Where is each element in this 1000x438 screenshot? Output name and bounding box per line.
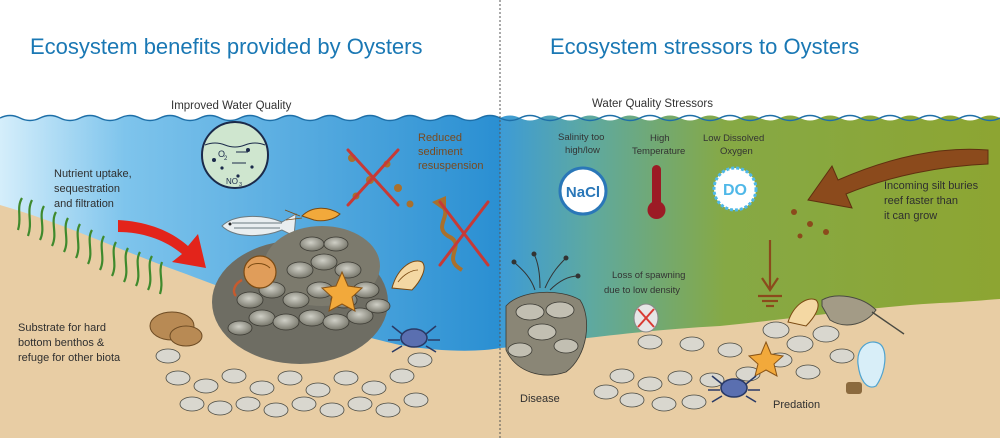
svg-text:O: O xyxy=(218,149,225,159)
water-quality-stressors-label: Water Quality Stressors xyxy=(592,98,713,110)
left-title: Ecosystem benefits provided by Oysters xyxy=(30,34,423,59)
sediment-burial-arrow-icon xyxy=(758,240,782,308)
silt-label: Incoming silt buries reef faster than it… xyxy=(884,180,979,222)
svg-text:NaCl: NaCl xyxy=(566,184,600,201)
shrimp-icon xyxy=(284,207,341,222)
silt-particles xyxy=(791,209,829,239)
substrate-label: Substrate for hard bottom benthos & refu… xyxy=(18,322,121,364)
starfish-predator-icon xyxy=(747,340,785,377)
svg-text:Salinity too: Salinity too xyxy=(558,132,604,143)
oxygen-label: Low Dissolved Oxygen xyxy=(703,133,764,157)
svg-text:Temperature: Temperature xyxy=(632,146,685,157)
svg-text:bottom benthos &: bottom benthos & xyxy=(18,337,105,349)
svg-text:due to low density: due to low density xyxy=(604,285,680,296)
snail-icon xyxy=(391,260,425,291)
svg-text:resuspension: resuspension xyxy=(418,160,483,172)
svg-text:it can grow: it can grow xyxy=(884,210,937,222)
thermometer-icon xyxy=(647,165,666,219)
svg-text:Substrate for hard: Substrate for hard xyxy=(18,322,106,334)
sediment-label: Reduced sediment resuspension xyxy=(418,132,483,172)
svg-text:sequestration: sequestration xyxy=(54,183,120,195)
silt-arrow-icon xyxy=(807,148,989,209)
spawning-label: Loss of spawning due to low density xyxy=(604,270,685,296)
snail-predator-icon xyxy=(787,298,819,327)
right-title: Ecosystem stressors to Oysters xyxy=(550,34,859,59)
seagrass-icon xyxy=(16,197,164,295)
diseased-oyster-icon xyxy=(505,291,587,376)
stingray-icon xyxy=(821,295,905,335)
hermit-crab-icon xyxy=(232,255,277,297)
wave-line xyxy=(0,114,1000,122)
temperature-label: High Temperature xyxy=(632,133,685,157)
jellyfish-icon xyxy=(846,341,886,394)
crab-icon xyxy=(388,325,440,353)
resuspension-arrow-icon xyxy=(432,196,490,272)
svg-text:DO: DO xyxy=(723,182,747,199)
svg-text:NO: NO xyxy=(226,177,238,186)
nutrient-arrow-icon xyxy=(118,220,206,268)
fish-icon xyxy=(221,213,297,237)
cross-out-icon xyxy=(346,148,400,207)
nutrient-label: Nutrient uptake, sequestration and filtr… xyxy=(54,168,132,210)
do-badge-icon: DO xyxy=(712,166,758,212)
svg-text:and filtration: and filtration xyxy=(54,198,114,210)
svg-text:Oxygen: Oxygen xyxy=(720,146,753,157)
svg-text:refuge for other biota: refuge for other biota xyxy=(18,352,121,364)
svg-text:Low Dissolved: Low Dissolved xyxy=(703,133,764,144)
starfish-icon xyxy=(320,270,364,312)
svg-text:sediment: sediment xyxy=(418,146,463,158)
svg-text:High: High xyxy=(650,133,670,144)
water-sample-icon: O 2 NO 3 xyxy=(201,121,269,189)
svg-text:Loss of spawning: Loss of spawning xyxy=(612,270,685,281)
empty-shell-cross-icon xyxy=(633,303,659,333)
svg-text:Incoming silt buries: Incoming silt buries xyxy=(884,180,979,192)
disease-label: Disease xyxy=(520,393,560,405)
nacl-badge-icon: NaCl xyxy=(558,166,608,216)
svg-text:3: 3 xyxy=(239,182,242,188)
crab-predator-icon xyxy=(708,375,760,403)
oyster-reef-icon xyxy=(155,226,433,418)
predation-label: Predation xyxy=(773,399,820,411)
svg-text:Nutrient uptake,: Nutrient uptake, xyxy=(54,168,132,180)
svg-text:Reduced: Reduced xyxy=(418,132,462,144)
svg-text:high/low: high/low xyxy=(565,145,600,156)
salinity-label: Salinity too high/low xyxy=(558,132,604,156)
improved-water-quality-label: Improved Water Quality xyxy=(171,100,292,112)
svg-text:2: 2 xyxy=(224,156,228,162)
svg-text:reef faster than: reef faster than xyxy=(884,195,958,207)
disease-spores-icon xyxy=(511,251,581,291)
sponge-icon xyxy=(149,311,203,347)
